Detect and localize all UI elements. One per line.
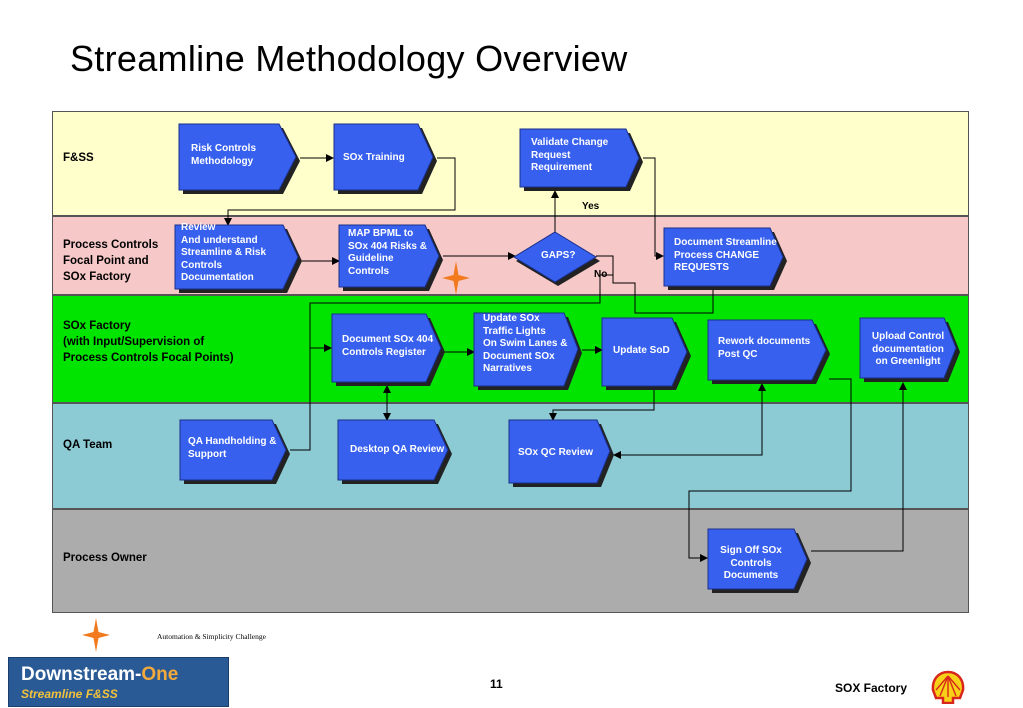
lane-label-qa-team: QA Team <box>63 439 113 451</box>
gaps-decision-diamond: GAPS? <box>513 231 600 286</box>
star-icon <box>442 261 470 295</box>
logo-text-primary: Downstream- <box>21 664 142 685</box>
upload-control-documentation-box: Upload Control documentation on Greenlig… <box>859 317 960 382</box>
downstream-one-logo: Downstream-One Streamline F&SS <box>8 657 229 707</box>
shell-logo-icon <box>931 670 965 704</box>
page-title: Streamline Methodology Overview <box>70 38 628 79</box>
sox-qc-review-box: SOx QC Review <box>508 419 614 487</box>
update-sod-box: Update SoD <box>601 317 691 390</box>
validate-change-request-box: Validate Change Request Requirement <box>519 128 643 191</box>
tagline: Automation & Simplicity Challenge <box>157 632 266 641</box>
lane-label-sox-factory: SOx Factory (with Input/Supervision of P… <box>63 320 234 364</box>
map-bpml-box: MAP BPML to SOx 404 Risks & Guideline Co… <box>338 224 443 291</box>
qa-handholding-support-box: QA Handholding & Support <box>179 419 290 484</box>
footer-right-text: SOX Factory <box>835 681 908 695</box>
yes-label: Yes <box>582 201 600 212</box>
risk-controls-methodology-box: Risk Controls Methodology <box>178 123 300 194</box>
sox-training-box: SOx Training <box>333 123 437 194</box>
lane-label-fss: F&SS <box>63 152 94 164</box>
no-label: No <box>594 269 608 280</box>
star-icon <box>82 618 110 652</box>
lane-label-process-owner: Process Owner <box>63 552 147 564</box>
lane-process-owner: Process Owner <box>52 509 969 613</box>
document-streamline-change-requests-box: Document Streamline Process CHANGE REQUE… <box>663 227 787 290</box>
rework-documents-box: Rework documents Post QC <box>707 319 830 384</box>
page-number: 11 <box>490 677 503 691</box>
review-streamline-risk-controls-box: Review And understand Streamline & Risk … <box>174 222 302 293</box>
update-sox-traffic-lights-box: Update SOx Traffic Lights On Swim Lanes … <box>473 312 582 390</box>
sign-off-sox-controls-box: Sign Off SOx Controls Documents <box>707 528 811 593</box>
lane-label-process-controls: Process Controls Focal Point and SOx Fac… <box>63 239 159 283</box>
desktop-qa-review-box: Desktop QA Review <box>337 419 452 484</box>
document-sox-controls-register-box: Document SOx 404 Controls Register <box>331 313 445 386</box>
logo-text-accent: One <box>141 664 179 685</box>
logo-subtitle: Streamline F&SS <box>21 687 118 701</box>
